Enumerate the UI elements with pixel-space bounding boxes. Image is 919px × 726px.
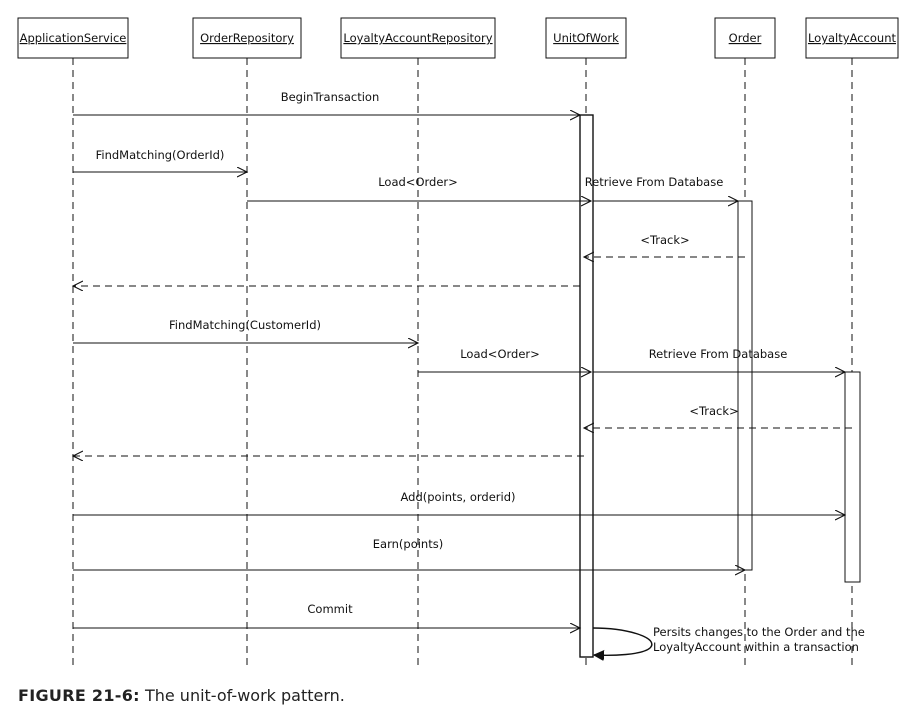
self-call-note-line2: LoyaltyAccount within a transaction bbox=[653, 640, 859, 654]
participant-box-app bbox=[17, 17, 129, 59]
participant-box-orepo bbox=[192, 17, 302, 59]
activation-bar-loyalty bbox=[844, 371, 861, 583]
figure-number: FIGURE 21-6: bbox=[18, 686, 140, 705]
participant-label-loyalty: LoyaltyAccount bbox=[808, 31, 897, 45]
participant-label-lrepo: LoyaltyAccountRepository bbox=[343, 31, 492, 45]
message-label-13: Commit bbox=[307, 602, 353, 616]
participant-label-orepo: OrderRepository bbox=[200, 31, 294, 45]
self-call-note-line1: Persits changes to the Order and the bbox=[653, 625, 865, 639]
participant-box-uow bbox=[545, 17, 627, 59]
participant-label-uow: UnitOfWork bbox=[553, 31, 619, 45]
participant-box-lrepo bbox=[340, 17, 496, 59]
message-label-6: FindMatching(CustomerId) bbox=[169, 318, 321, 332]
message-label-1: FindMatching(OrderId) bbox=[96, 148, 225, 162]
message-label-2: Load<Order> bbox=[378, 175, 458, 189]
message-label-7: Load<Order> bbox=[460, 347, 540, 361]
figure-title: The unit-of-work pattern. bbox=[139, 686, 345, 705]
message-label-9: <Track> bbox=[689, 404, 738, 418]
message-label-12: Earn(points) bbox=[373, 537, 443, 551]
participant-box-order bbox=[714, 17, 776, 59]
message-label-4: <Track> bbox=[640, 233, 689, 247]
participant-box-loyalty bbox=[805, 17, 899, 59]
message-label-8: Retrieve From Database bbox=[649, 347, 788, 361]
activation-bar-uow bbox=[579, 114, 594, 658]
message-label-11: Add(points, orderid) bbox=[400, 490, 515, 504]
participant-label-order: Order bbox=[729, 31, 762, 45]
message-label-0: BeginTransaction bbox=[281, 90, 380, 104]
self-call-arrow bbox=[593, 627, 653, 655]
message-label-3: Retrieve From Database bbox=[585, 175, 724, 189]
figure-caption: FIGURE 21-6: The unit-of-work pattern. bbox=[18, 686, 345, 705]
participant-label-app: ApplicationService bbox=[20, 31, 127, 45]
